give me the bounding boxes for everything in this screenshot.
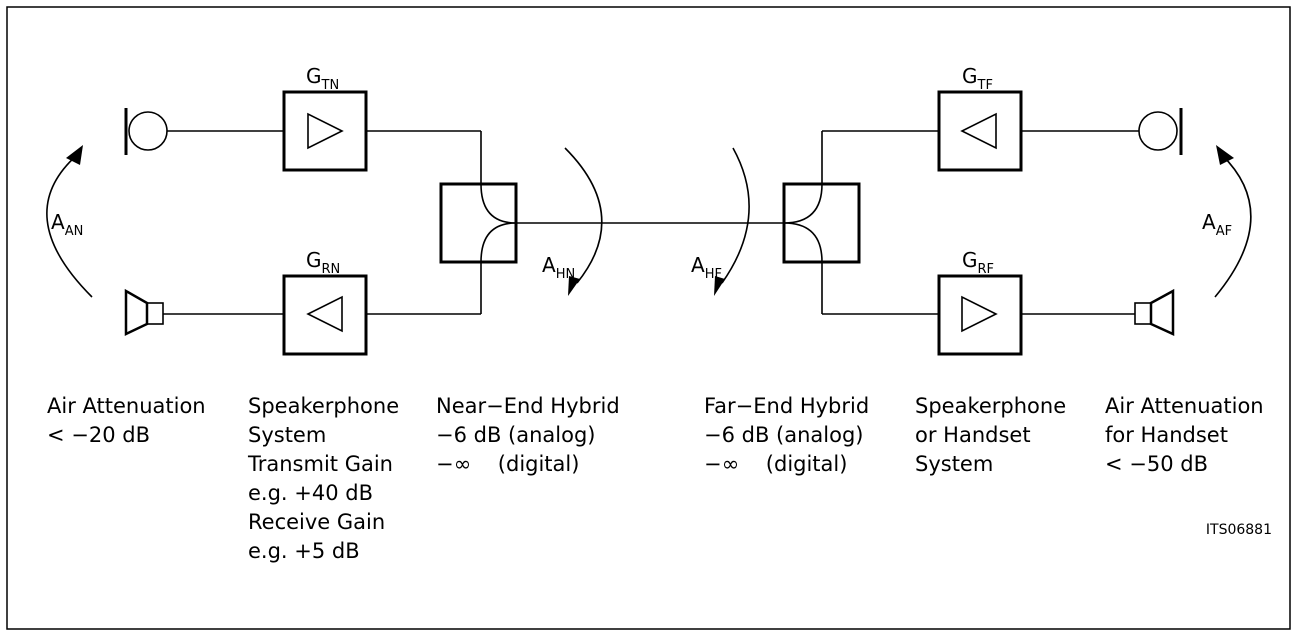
caption-speaker-far: Speakerphone or Handset System (915, 394, 1073, 476)
caption-hybrid-far: Far−End Hybrid −6 dB (analog) −∞ (digita… (704, 394, 876, 476)
caption-air-near: Air Attenuation < −20 dB (47, 394, 212, 447)
far-loudspeaker-icon (1134, 288, 1175, 336)
caption-air-far: Air Attenuation for Handset < −50 dB (1105, 394, 1270, 476)
aaf-label: AAF (1202, 210, 1232, 239)
ahn-label: AHN (542, 253, 575, 282)
ahn-arc (564, 147, 603, 284)
near-hybrid-block (439, 131, 518, 314)
ahf-arc (721, 147, 750, 284)
near-loudspeaker-icon (124, 288, 164, 336)
aaf-arrowhead (1216, 145, 1234, 165)
signal-wires (163, 130, 1139, 315)
aan-arc (46, 154, 93, 298)
figure-code: ITS06881 (1206, 522, 1272, 538)
grn-label: GRN (306, 248, 340, 277)
aan-label: AAN (51, 210, 83, 239)
caption-speaker-near: Speakerphone System Transmit Gain e.g. +… (247, 394, 406, 563)
grf-amplifier-block (937, 274, 1023, 356)
aan-arrowhead (66, 145, 83, 165)
gtn-label: GTN (306, 64, 339, 93)
gtn-amplifier-block (282, 90, 368, 172)
diagram-border (6, 6, 1291, 630)
ahn-arrowhead (568, 276, 580, 296)
far-microphone-icon (1138, 108, 1183, 155)
gtf-label: GTF (962, 64, 993, 93)
ahf-arrowhead (714, 276, 725, 296)
aaf-arc (1214, 154, 1252, 298)
ahf-label: AHF (691, 253, 722, 282)
far-hybrid-block (782, 131, 861, 314)
gtf-amplifier-block (937, 90, 1023, 172)
grf-label: GRF (962, 248, 994, 277)
caption-hybrid-near: Near−End Hybrid −6 dB (analog) −∞ (digit… (436, 394, 626, 476)
grn-amplifier-block (282, 274, 368, 356)
near-microphone-icon (124, 108, 168, 155)
